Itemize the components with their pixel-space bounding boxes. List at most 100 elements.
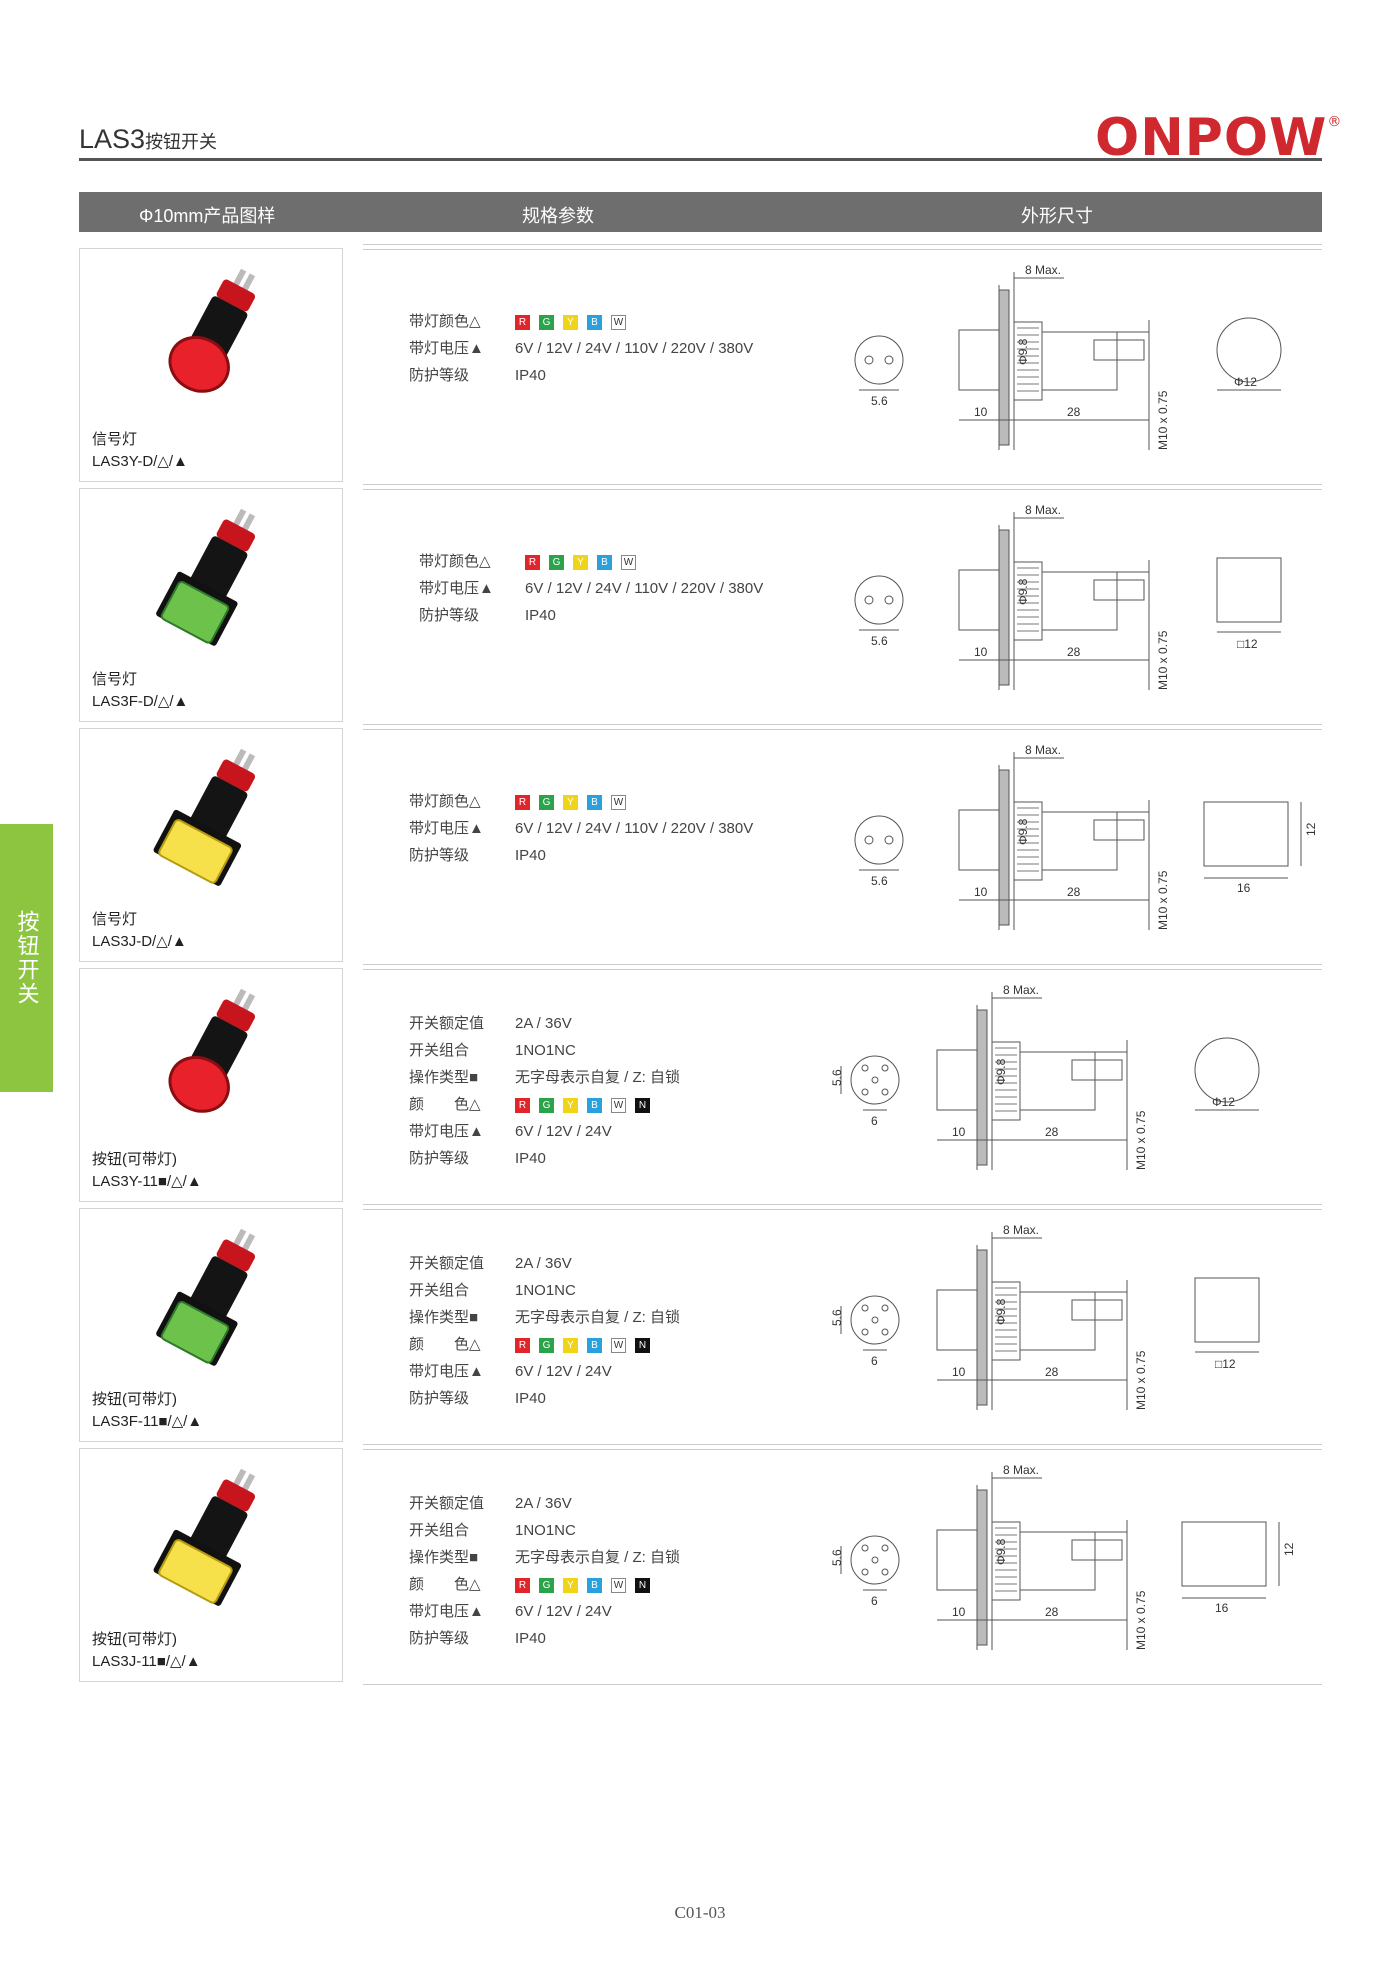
row-divider — [363, 1204, 1322, 1210]
dimension-label: 12 — [1304, 822, 1318, 836]
spec-label: 颜 色△ — [409, 1576, 481, 1593]
cap-outline — [958, 569, 1000, 631]
terminal-outline — [1093, 579, 1145, 601]
spec-label: 防护等级 — [409, 847, 470, 864]
terminal-dot — [864, 595, 874, 605]
dimension-label: Φ9.8 — [1016, 578, 1030, 605]
color-swatch: G — [549, 554, 564, 570]
color-swatch: Y — [563, 794, 578, 810]
color-swatch: N — [635, 1577, 650, 1593]
red-ring — [216, 1479, 256, 1512]
square-cap — [160, 580, 230, 644]
spec-row: 带灯电压▲6V / 12V / 24V — [409, 1358, 680, 1385]
spec-value: IP40 — [515, 1390, 546, 1407]
panel-section — [998, 769, 1010, 926]
terminal-view-circle — [850, 1535, 900, 1585]
panel-section — [976, 1009, 988, 1166]
terminal-view-circle — [854, 575, 904, 625]
side-category-tab[interactable]: 按钮开关 — [0, 824, 53, 1092]
color-swatch: R — [515, 1577, 530, 1593]
housing-outline — [1019, 1291, 1096, 1351]
spec-value: IP40 — [515, 367, 546, 384]
terminal-outline — [1093, 339, 1145, 361]
spec-label: 带灯电压▲ — [409, 1603, 484, 1620]
terminal-dot — [881, 1064, 889, 1072]
dimension-label: □12 — [1215, 1357, 1236, 1371]
dimension-label: Φ9.8 — [994, 1298, 1008, 1325]
product-caption: 按钮(可带灯)LAS3J-11■/△/▲ — [92, 1629, 201, 1673]
spec-row: 带灯电压▲ 6V / 12V / 24V — [409, 1598, 680, 1625]
terminal-pin — [232, 988, 247, 1008]
spec-row: 操作类型■无字母表示自复 / Z: 自锁 — [409, 1304, 680, 1331]
terminal-dot — [861, 1328, 869, 1336]
header-col-dimensions: 外形尺寸 — [1021, 206, 1093, 226]
terminal-pin — [232, 1228, 247, 1248]
terminal-dot — [881, 1088, 889, 1096]
terminal-pin — [241, 273, 256, 293]
housing-outline — [1041, 811, 1118, 871]
terminal-dot — [881, 1304, 889, 1312]
spec-value: 6V / 12V / 24V — [515, 1603, 612, 1620]
red-ring — [216, 279, 256, 312]
logo-text: ONPOW — [1095, 108, 1328, 168]
terminal-dot — [864, 835, 874, 845]
color-swatch: W — [611, 1577, 626, 1593]
spec-label: 带灯颜色△ — [409, 793, 481, 810]
table-header: Φ10mm产品图样 规格参数 外形尺寸 — [79, 192, 1322, 232]
color-swatch: Y — [563, 1577, 578, 1593]
spec-label: 带灯电压▲ — [409, 340, 484, 357]
dimension-label: 8 Max. — [1025, 743, 1061, 757]
dimension-label: 6 — [871, 1594, 878, 1608]
dimension-label: Φ9.8 — [1016, 818, 1030, 845]
dimension-label: 5.6 — [871, 394, 888, 408]
spec-label: 带灯电压▲ — [409, 1363, 484, 1380]
header-col-specs: 规格参数 — [522, 206, 594, 226]
dimension-label: 5.6 — [830, 1309, 844, 1326]
spec-value: 2A / 36V — [515, 1255, 572, 1272]
color-swatch: G — [539, 314, 554, 330]
terminal-view-circle — [854, 335, 904, 385]
terminal-view-circle — [850, 1295, 900, 1345]
product-model: LAS3F-D/△/▲ — [92, 693, 189, 710]
product-caption: 按钮(可带灯)LAS3Y-11■/△/▲ — [92, 1149, 202, 1193]
spec-label: 操作类型■ — [409, 1069, 479, 1086]
panel-section — [998, 289, 1010, 446]
product-name: 信号灯 — [92, 431, 138, 448]
spec-label: 防护等级 — [409, 1390, 470, 1407]
color-swatch: G — [539, 1337, 554, 1353]
spec-value: 1NO1NC — [515, 1522, 576, 1539]
red-ring — [216, 1239, 256, 1272]
front-view-round — [1194, 1037, 1260, 1103]
housing-outline — [1019, 1051, 1096, 1111]
housing-outline — [1019, 1531, 1096, 1591]
spec-label: 开关额定值 — [409, 1255, 485, 1272]
spec-value: 6V / 12V / 24V / 110V / 220V / 380V — [515, 820, 754, 837]
terminal-dot — [884, 355, 894, 365]
dimension-label: 8 Max. — [1025, 503, 1061, 517]
spec-label: 防护等级 — [409, 367, 470, 384]
terminal-dot — [861, 1568, 869, 1576]
dimension-label: 8 Max. — [1003, 1223, 1039, 1237]
front-view-rect — [1181, 1521, 1267, 1587]
spec-label: 开关额定值 — [409, 1495, 485, 1512]
registered-mark: ® — [1327, 114, 1343, 130]
terminal-dot — [861, 1304, 869, 1312]
spec-row: 带灯电压▲6V / 12V / 24V / 110V / 220V / 380V — [409, 815, 753, 842]
cap-outline — [936, 1289, 978, 1351]
dimension-label: Φ12 — [1234, 375, 1257, 389]
